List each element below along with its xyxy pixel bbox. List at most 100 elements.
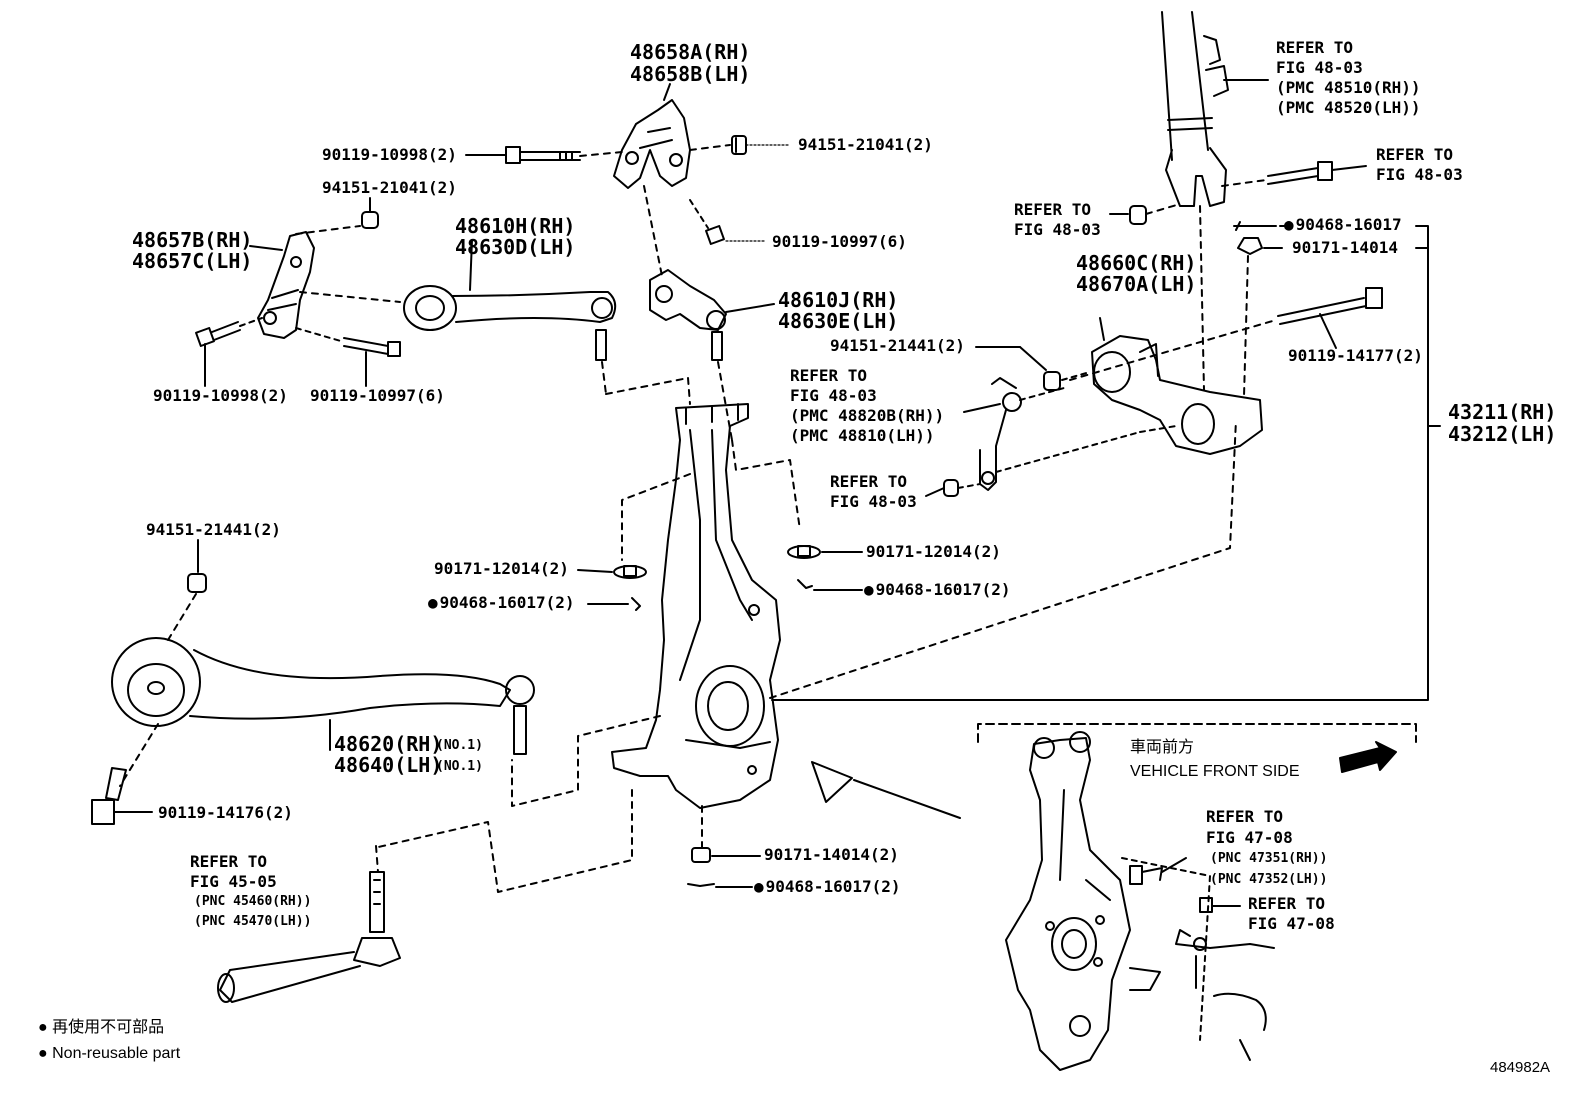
ref-tie-line3: (PNC 45460(RH)) [194,894,312,909]
bolt-90119-10997-bl [343,337,401,357]
ref-tie-line2: FIG 45-05 [190,872,277,891]
label-48670-lh: 48670A(LH) [1076,272,1197,296]
label-90171-12014-r: 90171-12014(2) [866,542,1001,561]
label-90119-10998-top: 90119-10998(2) [322,145,457,164]
nut-94151-21041-left [361,211,379,229]
label-48610j-lh: 48630E(LH) [778,309,899,333]
nut-94151-21441-left [187,573,207,593]
bolt-90119-10998-top [505,146,581,164]
label-48640-lh: 48640(LH) [334,753,443,777]
ref-strut-line3: (PMC 48510(RH)) [1276,78,1421,97]
pin-90468-16017-r [797,579,813,589]
ref-sensor-bolt-line2: FIG 47-08 [1248,914,1335,933]
bracket-43211 [771,225,1429,701]
ref-nut-line2: FIG 48-03 [1014,220,1101,239]
strut-nut [1129,205,1147,225]
label-90119-10997-top: 90119-10997(6) [772,232,907,251]
ref-sensor-line1: REFER TO [1206,807,1284,826]
label-48658-rh: 48658A(RH) [630,40,751,64]
ref-stab-nut-line1: REFER TO [830,472,908,491]
inset-text-en: VEHICLE FRONT SIDE [1130,763,1300,780]
ref-sensor-line2: FIG 47-08 [1206,828,1293,847]
legend-en: ● Non-reusable part [38,1045,181,1062]
ref-stab-nut-line2: FIG 48-03 [830,492,917,511]
label-90119-14177: 90119-14177(2) [1288,346,1423,365]
ref-bolt-line1: REFER TO [1376,145,1454,164]
pin-90468-16017-bot [687,883,715,887]
nut-90171-12014-l [613,565,647,579]
ref-strut-line1: REFER TO [1276,38,1354,57]
upper-arm-48610H [403,285,617,361]
ref-stab-nut: REFER TO FIG 48-03 [830,472,917,512]
ref-strut-line4: (PMC 48520(LH)) [1276,98,1421,117]
label-90468-16017-tr: 90468-16017 [1284,217,1402,233]
label-48620-no: (NO.1) [436,738,483,753]
label-90468-16017-bot: 90468-16017(2) [754,879,901,895]
bracket-48657 [257,231,315,339]
cotter-pin-tr [1233,221,1277,255]
label-90171-14014-tr: 90171-14014 [1292,238,1398,257]
ref-stab: REFER TO FIG 48-03 (PMC 48820B(RH)) (PMC… [790,366,944,446]
pin-90468-16017-l [631,597,641,611]
label-94151-21041-top: 94151-21041(2) [798,135,933,154]
ref-tie: REFER TO FIG 45-05 (PNC 45460(RH)) (PNC … [190,852,311,932]
upper-arm-48610J [649,269,727,361]
label-48660-rh: 48660C(RH) [1076,251,1197,275]
ref-nut-line1: REFER TO [1014,200,1092,219]
bolt-90119-10998-bl [195,321,241,347]
ref-bolt: REFER TO FIG 48-03 [1376,145,1463,185]
steering-knuckle [611,403,781,809]
nut-90171-14014-bot [691,847,711,863]
ref-sensor-bolt: REFER TO FIG 47-08 [1248,894,1335,934]
ref-sensor-bolt-line1: REFER TO [1248,894,1326,913]
label-90171-12014-l: 90171-12014(2) [434,559,569,578]
ref-strut-line2: FIG 48-03 [1276,58,1363,77]
ref-stab-line1: REFER TO [790,366,868,385]
ref-nut: REFER TO FIG 48-03 [1014,200,1101,240]
lower-arm-48660 [1091,335,1263,455]
abs-sensor [1129,865,1163,885]
label-90119-14176: 90119-14176(2) [158,803,293,822]
label-48657-rh: 48657B(RH) [132,228,253,252]
label-90171-14014-bot: 90171-14014(2) [764,845,899,864]
label-43212-lh: 43212(LH) [1448,422,1557,446]
nut-90171-12014-r [787,545,821,559]
bolt-90119-10997-top [689,199,725,245]
legend-jp: ● 再使用不可部品 [38,1019,165,1036]
label-90119-10997-bl: 90119-10997(6) [310,386,445,405]
label-48610h-lh: 48630D(LH) [455,235,576,259]
ref-bolt-line2: FIG 48-03 [1376,165,1463,184]
ref-sensor-line4: (PNC 47352(LH)) [1210,872,1328,887]
label-48657-lh: 48657C(LH) [132,249,253,273]
inset-knuckle [1005,731,1131,1071]
ref-sensor: REFER TO FIG 47-08 (PNC 47351(RH)) (PNC … [1206,806,1327,890]
inset-text-jp: 車両前方 [1130,739,1195,756]
nut-94151-21441-mid [1043,371,1061,391]
bolt-90119-14176 [91,767,127,825]
label-43211-rh: 43211(RH) [1448,400,1557,424]
ref-stab-line4: (PMC 48810(LH)) [790,426,935,445]
ref-stab-line2: FIG 48-03 [790,386,877,405]
figure-id: 484982A [1490,1059,1551,1076]
nut-94151-21041-top [731,135,747,155]
shock-absorber [1161,11,1229,207]
lower-arm-48620 [111,637,535,755]
upper-arm-bracket-48658 [613,99,691,189]
label-94151-21441-mid: 94151-21441(2) [830,336,965,355]
label-48620-rh: 48620(RH) [334,732,443,756]
stabilizer-link [979,377,1022,491]
ref-tie-line4: (PNC 45470(LH)) [194,914,312,929]
ref-tie-line1: REFER TO [190,852,268,871]
label-48658-lh: 48658B(LH) [630,62,751,86]
sensor-bolt [1199,897,1213,913]
strut-bolt [1267,161,1333,185]
label-48610h-rh: 48610H(RH) [455,214,576,238]
label-94151-21041-left: 94151-21041(2) [322,178,457,197]
label-90468-16017-r: 90468-16017(2) [864,582,1011,598]
label-90468-16017-l: 90468-16017(2) [428,595,575,611]
inset-tie-rod [1175,929,1275,1061]
bolt-90119-14177 [1277,287,1383,325]
label-94151-21441-left: 94151-21441(2) [146,520,281,539]
label-48640-no: (NO.1) [436,759,483,774]
